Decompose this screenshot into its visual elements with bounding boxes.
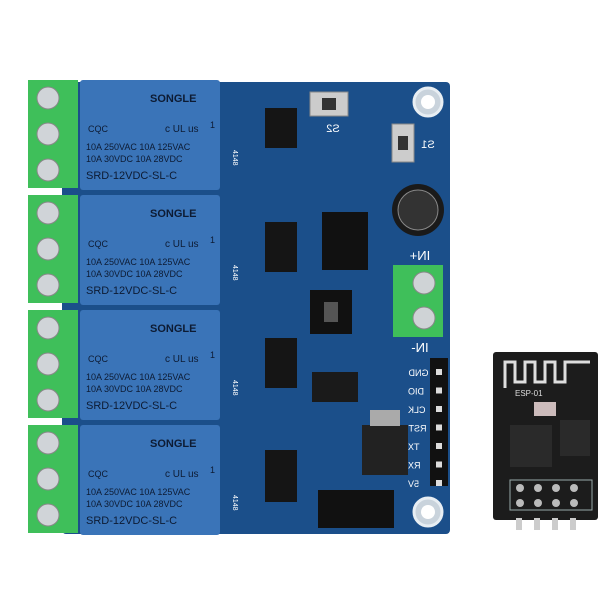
diode-label: 4148 (231, 495, 238, 511)
esp01-label: ESP-01 (515, 389, 543, 398)
push-button-s2 (309, 91, 349, 117)
header-pin (436, 461, 442, 468)
relay-model: SRD-12VDC-SL-C (86, 170, 177, 182)
pin-label: RST (408, 424, 427, 434)
s1-label: S1 (421, 139, 434, 151)
relay-rating-dc: 10A 30VDC 10A 28VDC (86, 384, 183, 394)
mounting-holes (412, 86, 444, 528)
relay: SONGLE CQC c UL us 1 10A 250VAC 10A 125VAC 10… (80, 80, 220, 190)
relay-model: SRD-12VDC-SL-C (86, 400, 177, 412)
terminal-block (28, 425, 78, 533)
header-pin (436, 406, 442, 412)
pin-label: 5V (408, 479, 419, 489)
header-pin (436, 480, 442, 486)
in-plus-label: IN+ (410, 248, 431, 263)
pin-label: DIO (408, 387, 424, 397)
relay-cert: CQC (88, 124, 109, 134)
relay-brand: SONGLE (150, 93, 196, 105)
header-pin (436, 369, 442, 375)
relay-ul-number: 1 (210, 465, 215, 475)
relay-ul: c UL us (165, 124, 199, 135)
relay-rating-ac: 10A 250VAC 10A 125VAC (86, 257, 191, 267)
relay: SONGLE CQC c UL us 1 10A 250VAC 10A 125VAC 10… (80, 425, 220, 535)
relay-rating-dc: 10A 30VDC 10A 28VDC (86, 499, 183, 509)
relay-brand: SONGLE (150, 208, 196, 220)
terminal-block (28, 310, 78, 418)
relay-rating-ac: 10A 250VAC 10A 125VAC (86, 487, 191, 497)
relay: SONGLE CQC c UL us 1 10A 250VAC 10A 125VAC 10… (80, 195, 220, 305)
relay-brand: SONGLE (150, 323, 196, 335)
s2-label: S2 (326, 123, 339, 135)
relay-ul: c UL us (165, 469, 199, 480)
relay-rating-dc: 10A 30VDC 10A 28VDC (86, 269, 183, 279)
regulator (362, 410, 408, 475)
relay-cert: CQC (88, 354, 109, 364)
diode-label: 4148 (231, 380, 238, 396)
pin-label: RX (408, 461, 421, 471)
header-pin (436, 443, 442, 449)
diode-label: 4148 (231, 265, 238, 281)
terminal-block (28, 80, 78, 188)
header-pin (436, 387, 442, 394)
relay: SONGLE CQC c UL us 1 10A 250VAC 10A 125VAC 10… (80, 310, 220, 420)
relay-ul: c UL us (165, 239, 199, 250)
in-minus-label: IN- (411, 340, 428, 355)
relay-cert: CQC (88, 239, 109, 249)
relay-ul-number: 1 (210, 350, 215, 360)
relay-rating-ac: 10A 250VAC 10A 125VAC (86, 372, 191, 382)
relay-cert: CQC (88, 469, 109, 479)
esp01-module: ESP-01 (493, 352, 598, 530)
relay-rating-ac: 10A 250VAC 10A 125VAC (86, 142, 191, 152)
pin-label: CLK (408, 405, 426, 415)
terminal-block (28, 195, 78, 303)
relay-brand: SONGLE (150, 438, 196, 450)
relay-ul-number: 1 (210, 235, 215, 245)
capacitor (392, 184, 444, 236)
diode-label: 4148 (231, 150, 238, 166)
pin-header (430, 358, 448, 486)
relay-model: SRD-12VDC-SL-C (86, 515, 177, 527)
relay-ul-number: 1 (210, 120, 215, 130)
jumper (310, 290, 352, 334)
pin-label: TX (408, 442, 420, 452)
relay-ul: c UL us (165, 354, 199, 365)
driver-chip (322, 212, 368, 270)
esp-socket (318, 490, 394, 528)
relay-model: SRD-12VDC-SL-C (86, 285, 177, 297)
small-ic (312, 372, 358, 402)
optocouplers (265, 108, 297, 502)
header-pin (436, 424, 442, 431)
push-button-s1 (391, 123, 415, 163)
pin-label: GND (408, 368, 429, 378)
relay-rating-dc: 10A 30VDC 10A 28VDC (86, 154, 183, 164)
